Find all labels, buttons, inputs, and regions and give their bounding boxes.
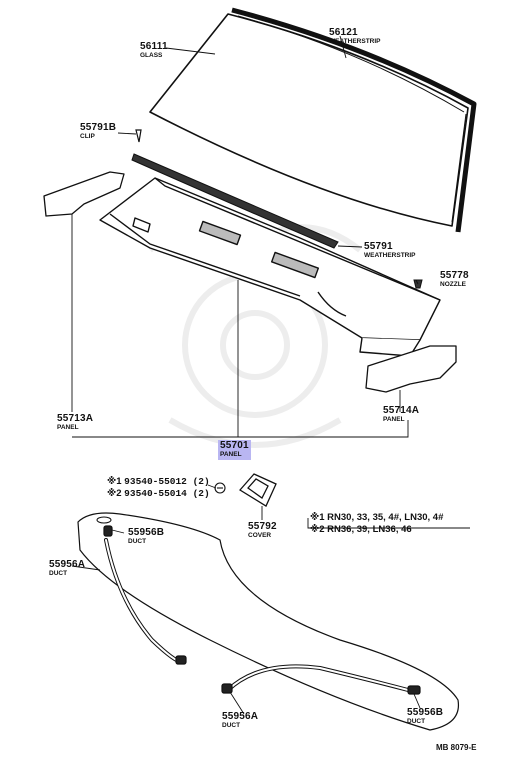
- part-label-duct-a-left: 55956A DUCT: [49, 560, 85, 578]
- part-name: DUCT: [49, 570, 68, 577]
- part-name: WEATHERSTRIP: [329, 38, 381, 45]
- part-label-right-panel: 55714A PANEL: [383, 406, 419, 424]
- diagram-code: MB 8079-E: [436, 743, 477, 752]
- part-number: 55956A: [222, 711, 259, 722]
- part-name: DUCT: [128, 538, 147, 545]
- part-name: PANEL: [383, 416, 405, 423]
- part-label-clip: 55791B CLIP: [80, 123, 116, 141]
- note-models: RN36, 39, LN36, 46: [327, 524, 412, 535]
- part-label-duct-b-top: 55956B DUCT: [128, 528, 164, 546]
- part-number: 55956A: [49, 559, 86, 570]
- part-name: PANEL: [57, 424, 79, 431]
- part-label-duct-b-bottom: 55956B DUCT: [407, 708, 443, 726]
- part-number: 55791B: [80, 122, 117, 133]
- part-label-nozzle: 55778 NOZZLE: [440, 271, 469, 289]
- duct-ends: [103, 525, 421, 695]
- screw-mark: ※1: [107, 476, 122, 487]
- part-name: DUCT: [222, 722, 241, 729]
- part-name: PANEL: [220, 451, 242, 458]
- part-number: 55714A: [383, 405, 420, 416]
- part-number: 55778: [440, 270, 469, 281]
- duct-port: [96, 516, 112, 524]
- part-label-duct-a-bottom: 55956A DUCT: [222, 712, 258, 730]
- leader-lines: [71, 35, 470, 715]
- part-label-cover: 55792 COVER: [248, 522, 277, 540]
- ducts: [104, 538, 410, 692]
- right-side-panel: [365, 345, 457, 393]
- part-name: CLIP: [80, 133, 95, 140]
- part-number: 55956B: [128, 527, 165, 538]
- part-number: 55791: [364, 241, 393, 252]
- part-label-cowl-weatherstrip: 55791 WEATHERSTRIP: [364, 242, 416, 260]
- screw-part: [214, 482, 226, 494]
- clip-part: [135, 129, 142, 143]
- part-label-cowl-panel: 55701 PANEL: [218, 440, 251, 460]
- screw-line-2: ※2 93540-55014 (2): [107, 489, 210, 499]
- part-number: 56111: [140, 41, 168, 52]
- part-label-glass: 56111 GLASS: [140, 42, 168, 60]
- dash-body: [77, 512, 460, 731]
- part-name: DUCT: [407, 718, 426, 725]
- part-name: COVER: [248, 532, 272, 539]
- windshield-glass: [149, 7, 477, 233]
- part-number: 56121: [329, 27, 358, 38]
- note-models: RN30, 33, 35, 4#, LN30, 4#: [327, 512, 444, 523]
- part-number: 55713A: [57, 413, 94, 424]
- part-number: 55701: [220, 440, 249, 451]
- model-note-2: ※2 RN36, 39, LN36, 46: [310, 525, 412, 535]
- cowl-weatherstrip: [131, 153, 339, 249]
- note-mark: ※2: [310, 524, 325, 535]
- part-name: WEATHERSTRIP: [364, 252, 416, 259]
- part-number: 55792: [248, 521, 277, 532]
- note-mark: ※1: [310, 512, 325, 523]
- left-side-panel: [43, 171, 125, 217]
- part-label-left-panel: 55713A PANEL: [57, 414, 93, 432]
- cover-part: [239, 473, 277, 507]
- part-name: GLASS: [140, 52, 163, 59]
- screw-line-1: ※1 93540-55012 (2): [107, 477, 210, 487]
- part-name: NOZZLE: [440, 281, 466, 288]
- part-label-weatherstrip-glass: 56121 WEATHERSTRIP: [329, 28, 381, 46]
- part-number: 55956B: [407, 707, 444, 718]
- model-note-1: ※1 RN30, 33, 35, 4#, LN30, 4#: [310, 513, 443, 523]
- screw-code: 93540-55014 (2): [124, 488, 210, 499]
- cowl-panel: [99, 177, 441, 357]
- screw-mark: ※2: [107, 488, 122, 499]
- screw-code: 93540-55012 (2): [124, 476, 210, 487]
